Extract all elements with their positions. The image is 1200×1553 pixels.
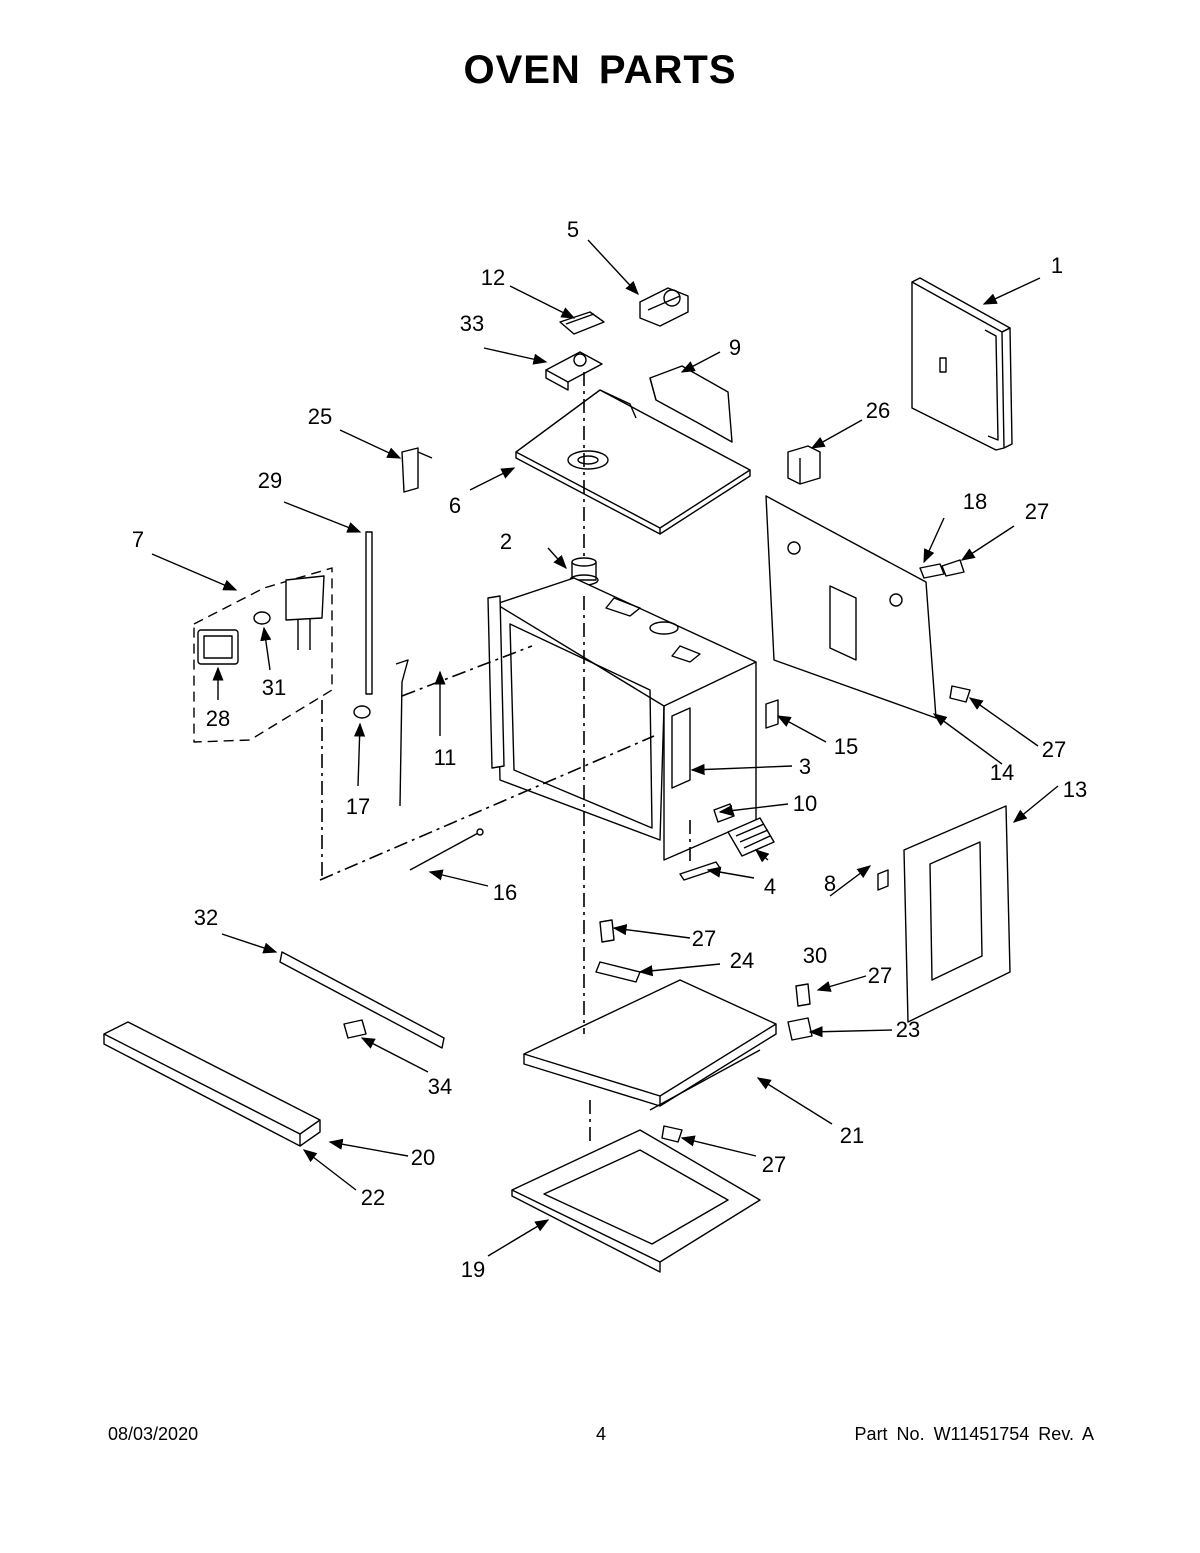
callout-25: 25: [308, 404, 332, 429]
callout-18: 18: [963, 489, 987, 514]
clip-part-23: [787, 1017, 813, 1041]
callout-27-d: 27: [868, 963, 892, 988]
callout-13: 13: [1063, 777, 1087, 802]
callout-21: 21: [840, 1123, 864, 1148]
callout-19: 19: [461, 1257, 485, 1282]
hinge-plate-part: [671, 707, 691, 789]
clip-part-26: [787, 445, 821, 485]
rail-part-32: [279, 951, 445, 1049]
callout-22: 22: [361, 1185, 385, 1210]
grommet-part-17: [353, 705, 371, 719]
callout-27-e: 27: [762, 1152, 786, 1177]
callout-14: 14: [990, 760, 1014, 785]
callout-34: 34: [428, 1074, 452, 1099]
callout-16: 16: [493, 880, 517, 905]
screw-part-27-d: [795, 983, 811, 1007]
screw-part-27-c: [599, 919, 615, 943]
top-plate-part: [515, 389, 751, 535]
bracket-part-12: [559, 311, 605, 335]
footer-part-info: Part No. W11451754 Rev. A: [854, 1424, 1094, 1444]
callout-2: 2: [500, 529, 512, 554]
bracket-part-24: [595, 961, 641, 983]
callout-30: 30: [803, 943, 827, 968]
callout-33: 33: [460, 311, 484, 336]
front-trim-part: [103, 1021, 321, 1147]
footer-page-number: 4: [596, 1424, 607, 1444]
screw-part-18: [919, 563, 945, 579]
callout-1: 1: [1051, 253, 1063, 278]
callout-8: 8: [824, 871, 836, 896]
oven-cavity-part: [487, 577, 757, 861]
page-title: OVEN PARTS: [463, 48, 737, 92]
burner-bracket-part: [545, 351, 603, 391]
callout-9: 9: [729, 335, 741, 360]
clip-part-30: [877, 869, 889, 891]
rod-part-29: [365, 531, 373, 695]
valve-assembly-part: [639, 287, 689, 327]
callout-26: 26: [866, 398, 890, 423]
callout-24: 24: [730, 948, 754, 973]
callout-15: 15: [834, 734, 858, 759]
callout-11: 11: [434, 745, 457, 770]
callout-10: 10: [793, 791, 817, 816]
latch-part: [765, 699, 779, 729]
callout-17: 17: [346, 794, 370, 819]
control-group-part-7: [193, 567, 333, 743]
callout-3: 3: [799, 754, 811, 779]
rear-cover-panel-part: [911, 277, 1013, 451]
callout-12: 12: [481, 265, 505, 290]
floor-pan-part: [511, 1129, 761, 1273]
callout-27-b: 27: [1042, 737, 1066, 762]
screw-part-27-a: [941, 559, 965, 577]
sensor-part-16: [409, 828, 484, 871]
screw-part-10: [713, 803, 735, 823]
bracket-part-25: [401, 447, 433, 493]
wire-part-11: [395, 659, 409, 807]
vent-filter-part: [727, 817, 775, 857]
callout-28: 28: [206, 706, 230, 731]
bottom-plate-part: [523, 979, 777, 1111]
callout-27-a: 27: [1025, 499, 1049, 524]
callout-32: 32: [194, 905, 218, 930]
callout-31: 31: [262, 675, 286, 700]
side-panel-part: [765, 495, 937, 719]
callout-20: 20: [411, 1145, 435, 1170]
callout-6: 6: [449, 493, 461, 518]
screw-part-34: [343, 1019, 367, 1039]
callout-7: 7: [132, 527, 144, 552]
callout-4: 4: [764, 874, 776, 899]
callout-5: 5: [567, 217, 579, 242]
screw-part-27-e: [661, 1125, 683, 1143]
footer-date: 08/03/2020: [108, 1424, 199, 1444]
callout-27-c: 27: [692, 926, 716, 951]
screw-part-27-b: [949, 685, 971, 703]
side-shield-part: [903, 805, 1011, 1023]
callout-23: 23: [896, 1017, 920, 1042]
callout-29: 29: [258, 468, 282, 493]
